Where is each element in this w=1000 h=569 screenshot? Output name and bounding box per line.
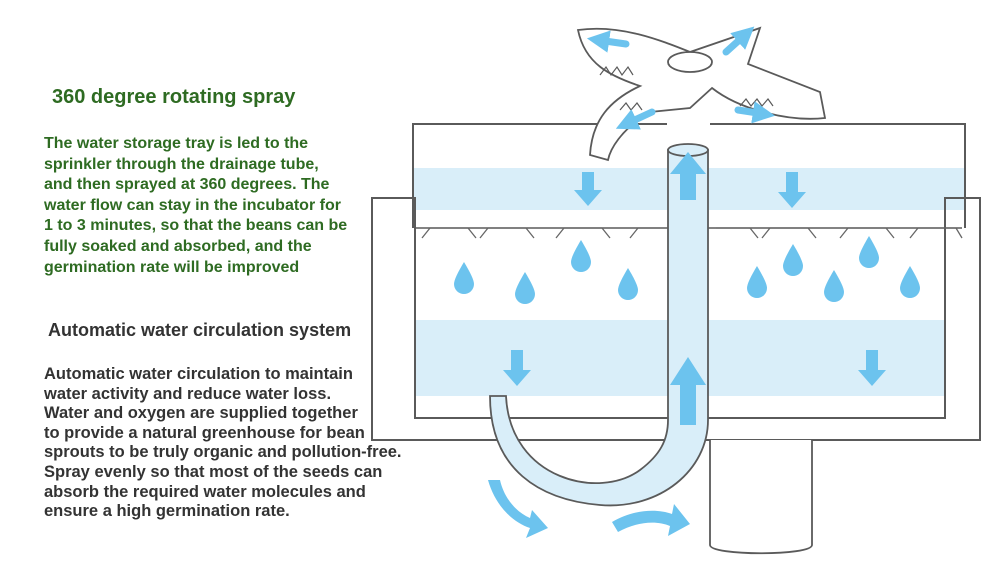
curved-arrow-icon [612,504,690,536]
up-arrow-icon [670,357,706,425]
water-drop-icon [747,266,767,298]
rotating-sprinkler [576,26,827,162]
spray-section-body: The water storage tray is led to the spr… [44,135,348,276]
up-arrow-icon [670,152,706,200]
flow-arrows [488,152,886,538]
spray-arrow-icon [615,108,656,130]
curved-arrow-icon [488,480,548,538]
spray-arrow-icon [734,101,776,124]
spray-arrow-icon [722,26,755,56]
water-drop-icon [618,268,638,300]
spray-section-title: 360 degree rotating spray [52,86,296,108]
circulation-section-body: Automatic water circulation to maintain … [44,365,402,521]
water-drop-icon [571,240,591,272]
water-drop-icon [900,266,920,298]
down-arrow-icon [778,172,806,208]
circulation-section-title: Automatic water circulation system [48,320,352,340]
water-drop-icon [783,244,803,276]
water-drop-icon [824,270,844,302]
spray-arrow-icon [586,30,630,53]
down-arrow-icon [858,350,886,386]
down-arrow-icon [503,350,531,386]
base-cylinder [709,440,813,555]
water-drops [454,236,920,304]
spray-arrows [586,26,776,130]
down-arrow-icon [574,172,602,206]
water-drop-icon [454,262,474,294]
water-drop-icon [515,272,535,304]
water-drop-icon [859,236,879,268]
seed-tray [421,227,963,239]
